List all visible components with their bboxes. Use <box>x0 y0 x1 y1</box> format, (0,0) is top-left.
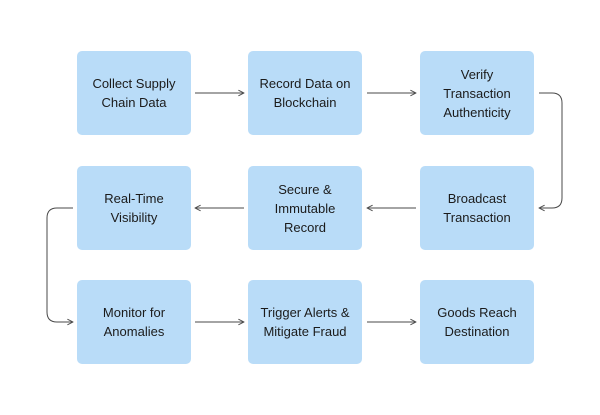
node-broadcast-transaction: Broadcast Transaction <box>420 166 534 250</box>
node-label-line: Blockchain <box>273 95 337 110</box>
node-label-line: Chain Data <box>101 95 167 110</box>
node-label: Secure & Immutable Record <box>275 180 336 237</box>
node-label-line: Record <box>284 219 326 235</box>
node-label-line: Transaction <box>443 85 511 101</box>
node-label-line: Visibility <box>110 210 158 225</box>
arrow-n4-n7 <box>46 207 73 322</box>
node-verify-transaction-authenticity: Verify Transaction Authenticity <box>420 51 534 135</box>
node-label-line: Transaction <box>443 210 511 225</box>
node-label-line: Destination <box>444 324 510 339</box>
node-real-time-visibility: Real-Time Visibility <box>77 166 191 250</box>
node-label-line: Collect Supply <box>92 76 176 91</box>
node-collect-supply-chain-data: Collect Supply Chain Data <box>77 51 191 135</box>
node-label-line: Anomalies <box>103 324 165 339</box>
node-label-line: Monitor for <box>102 305 166 320</box>
node-label-line: Goods Reach <box>437 305 517 320</box>
node-goods-reach-destination: Goods Reach Destination <box>420 280 534 364</box>
node-label-line: Secure & <box>278 181 332 197</box>
node-label: Goods Reach Destination <box>437 303 517 341</box>
node-label: Real-Time Visibility <box>104 189 163 227</box>
arrow-n3-n6 <box>539 92 563 208</box>
node-record-data-on-blockchain: Record Data on Blockchain <box>248 51 362 135</box>
node-label-line: Verify <box>460 66 494 82</box>
node-label: Collect Supply Chain Data <box>92 74 175 112</box>
node-label-line: Record Data on <box>259 76 351 91</box>
node-label: Monitor for Anomalies <box>103 303 165 341</box>
node-label-line: Authenticity <box>443 104 511 120</box>
node-label-line: Mitigate Fraud <box>263 324 347 339</box>
node-label-line: Real-Time <box>104 191 164 206</box>
node-label-line: Immutable <box>274 200 336 216</box>
node-label: Record Data on Blockchain <box>259 74 350 112</box>
node-secure-immutable-record: Secure & Immutable Record <box>248 166 362 250</box>
node-trigger-alerts-mitigate-fraud: Trigger Alerts & Mitigate Fraud <box>248 280 362 364</box>
node-label-line: Broadcast <box>447 191 507 206</box>
node-label: Trigger Alerts & Mitigate Fraud <box>260 303 349 341</box>
node-label: Broadcast Transaction <box>443 189 510 227</box>
node-label-line: Trigger Alerts & <box>260 305 350 320</box>
node-monitor-for-anomalies: Monitor for Anomalies <box>77 280 191 364</box>
node-label: Verify Transaction Authenticity <box>443 65 510 122</box>
